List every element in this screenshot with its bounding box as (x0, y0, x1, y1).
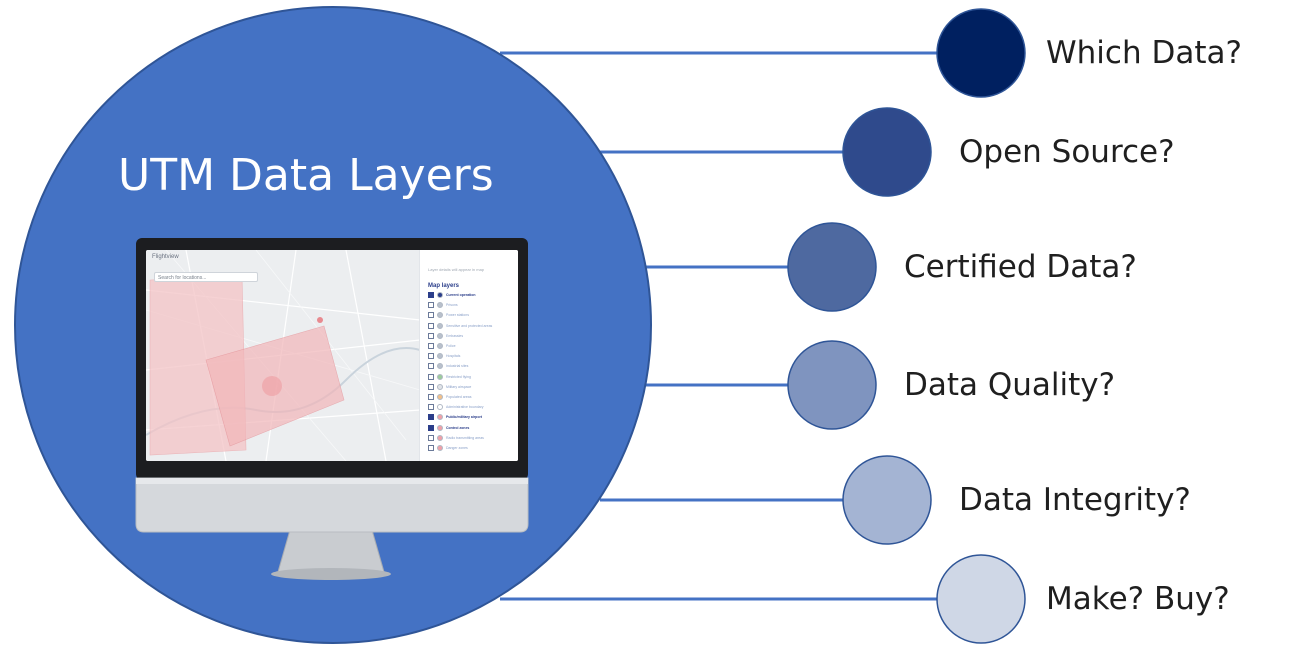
monitor-chin (135, 477, 529, 533)
layer-color-dot-icon (437, 353, 443, 360)
layer-label: Public/military airport (446, 415, 482, 420)
layer-color-dot-icon (437, 424, 443, 431)
layer-label: Control zones (446, 425, 470, 430)
layer-checkbox[interactable] (428, 445, 434, 451)
layer-checkbox[interactable] (428, 302, 434, 309)
question-data-integrity: Data Integrity? (959, 482, 1191, 518)
layer-color-dot-icon (437, 322, 443, 329)
layer-color-dot-icon (437, 404, 443, 411)
layer-label: Military airspace (446, 384, 472, 389)
location-search-input[interactable]: Search for locations... (154, 272, 258, 282)
layer-checkbox[interactable] (428, 353, 434, 360)
bubble-open-source (842, 107, 932, 197)
layer-checkbox[interactable] (428, 322, 434, 329)
layer-label: Populated areas (446, 395, 472, 399)
bubble-certified-data (787, 222, 877, 312)
layer-row[interactable]: Public/military airport (428, 414, 516, 423)
question-certified-data: Certified Data? (904, 249, 1137, 285)
layer-checkbox[interactable] (428, 363, 434, 370)
layer-checkbox[interactable] (428, 424, 434, 431)
layer-label: Danger zones (446, 446, 468, 450)
layer-row[interactable]: Military airspace (428, 383, 516, 393)
layer-label: Radio transmitting areas (446, 435, 484, 440)
layer-row[interactable]: Embassies (428, 332, 516, 342)
layer-checkbox[interactable] (428, 394, 434, 400)
layer-color-dot-icon (437, 363, 443, 370)
layer-label: Sensitive and protected areas (446, 323, 493, 328)
bubble-data-quality (787, 340, 877, 430)
bubble-make-buy (936, 554, 1026, 644)
layer-color-dot-icon (437, 302, 443, 309)
question-data-quality: Data Quality? (904, 367, 1116, 403)
layer-row[interactable]: Current operation (428, 292, 516, 301)
monitor-stand-neck (277, 529, 385, 573)
layer-row[interactable]: Administrative boundary (428, 404, 516, 413)
app-title: Flightview (152, 254, 179, 260)
layer-row[interactable]: Restricted flying (428, 373, 516, 383)
layer-color-dot-icon (437, 343, 443, 349)
layer-checkbox[interactable] (428, 332, 434, 339)
layer-row[interactable]: Prisons (428, 302, 516, 311)
layer-row[interactable]: Control zones (428, 424, 516, 434)
layer-row[interactable]: Populated areas (428, 394, 516, 403)
layer-label: Current operation (446, 293, 476, 297)
question-which-data: Which Data? (1046, 35, 1242, 71)
bubble-which-data (936, 8, 1026, 98)
layer-label: Police (446, 344, 456, 348)
question-open-source: Open Source? (959, 134, 1175, 170)
layer-label: Industrial sites (446, 364, 469, 369)
layer-row[interactable]: Industrial sites (428, 363, 516, 372)
bubble-data-integrity (842, 455, 932, 545)
panel-title: Map layers (428, 283, 460, 289)
layer-color-dot-icon (437, 383, 443, 390)
layer-label: Administrative boundary (446, 405, 484, 410)
layer-color-dot-icon (437, 373, 443, 380)
layer-color-dot-icon (437, 434, 443, 441)
layer-row[interactable]: Sensitive and protected areas (428, 322, 516, 332)
map-layers-panel: Layer details will appear in map Map lay… (419, 250, 518, 461)
layer-checkbox[interactable] (428, 343, 434, 349)
layer-checkbox[interactable] (428, 373, 434, 380)
layer-row[interactable]: Power stations (428, 312, 516, 321)
layer-color-dot-icon (437, 445, 443, 451)
panel-hint: Layer details will appear in map (428, 267, 485, 272)
layer-label: Prisons (446, 303, 458, 308)
layer-checkbox[interactable] (428, 414, 434, 421)
monitor-screen: Flightview Search for locations... Layer… (146, 250, 518, 461)
layer-color-dot-icon (437, 312, 443, 319)
layer-row[interactable]: Police (428, 343, 516, 352)
layer-checkbox[interactable] (428, 404, 434, 411)
layer-checkbox[interactable] (428, 434, 434, 441)
layer-label: Power stations (446, 313, 469, 318)
layer-color-dot-icon (437, 332, 443, 339)
layer-row[interactable]: Radio transmitting areas (428, 434, 516, 444)
layer-checkbox[interactable] (428, 383, 434, 390)
layer-row[interactable]: Danger zones (428, 445, 516, 454)
layer-label: Restricted flying (446, 374, 471, 379)
monitor-stand-base (271, 568, 391, 580)
layer-row[interactable]: Hospitals (428, 353, 516, 362)
layer-checkbox[interactable] (428, 312, 434, 319)
question-make-buy: Make? Buy? (1046, 581, 1230, 617)
layer-color-dot-icon (437, 414, 443, 421)
main-title: UTM Data Layers (118, 150, 494, 201)
layer-checkbox[interactable] (428, 292, 434, 298)
layer-color-dot-icon (437, 394, 443, 400)
layer-color-dot-icon (437, 292, 443, 298)
map-area (146, 250, 420, 461)
layer-label: Embassies (446, 333, 464, 338)
layer-label: Hospitals (446, 354, 461, 359)
